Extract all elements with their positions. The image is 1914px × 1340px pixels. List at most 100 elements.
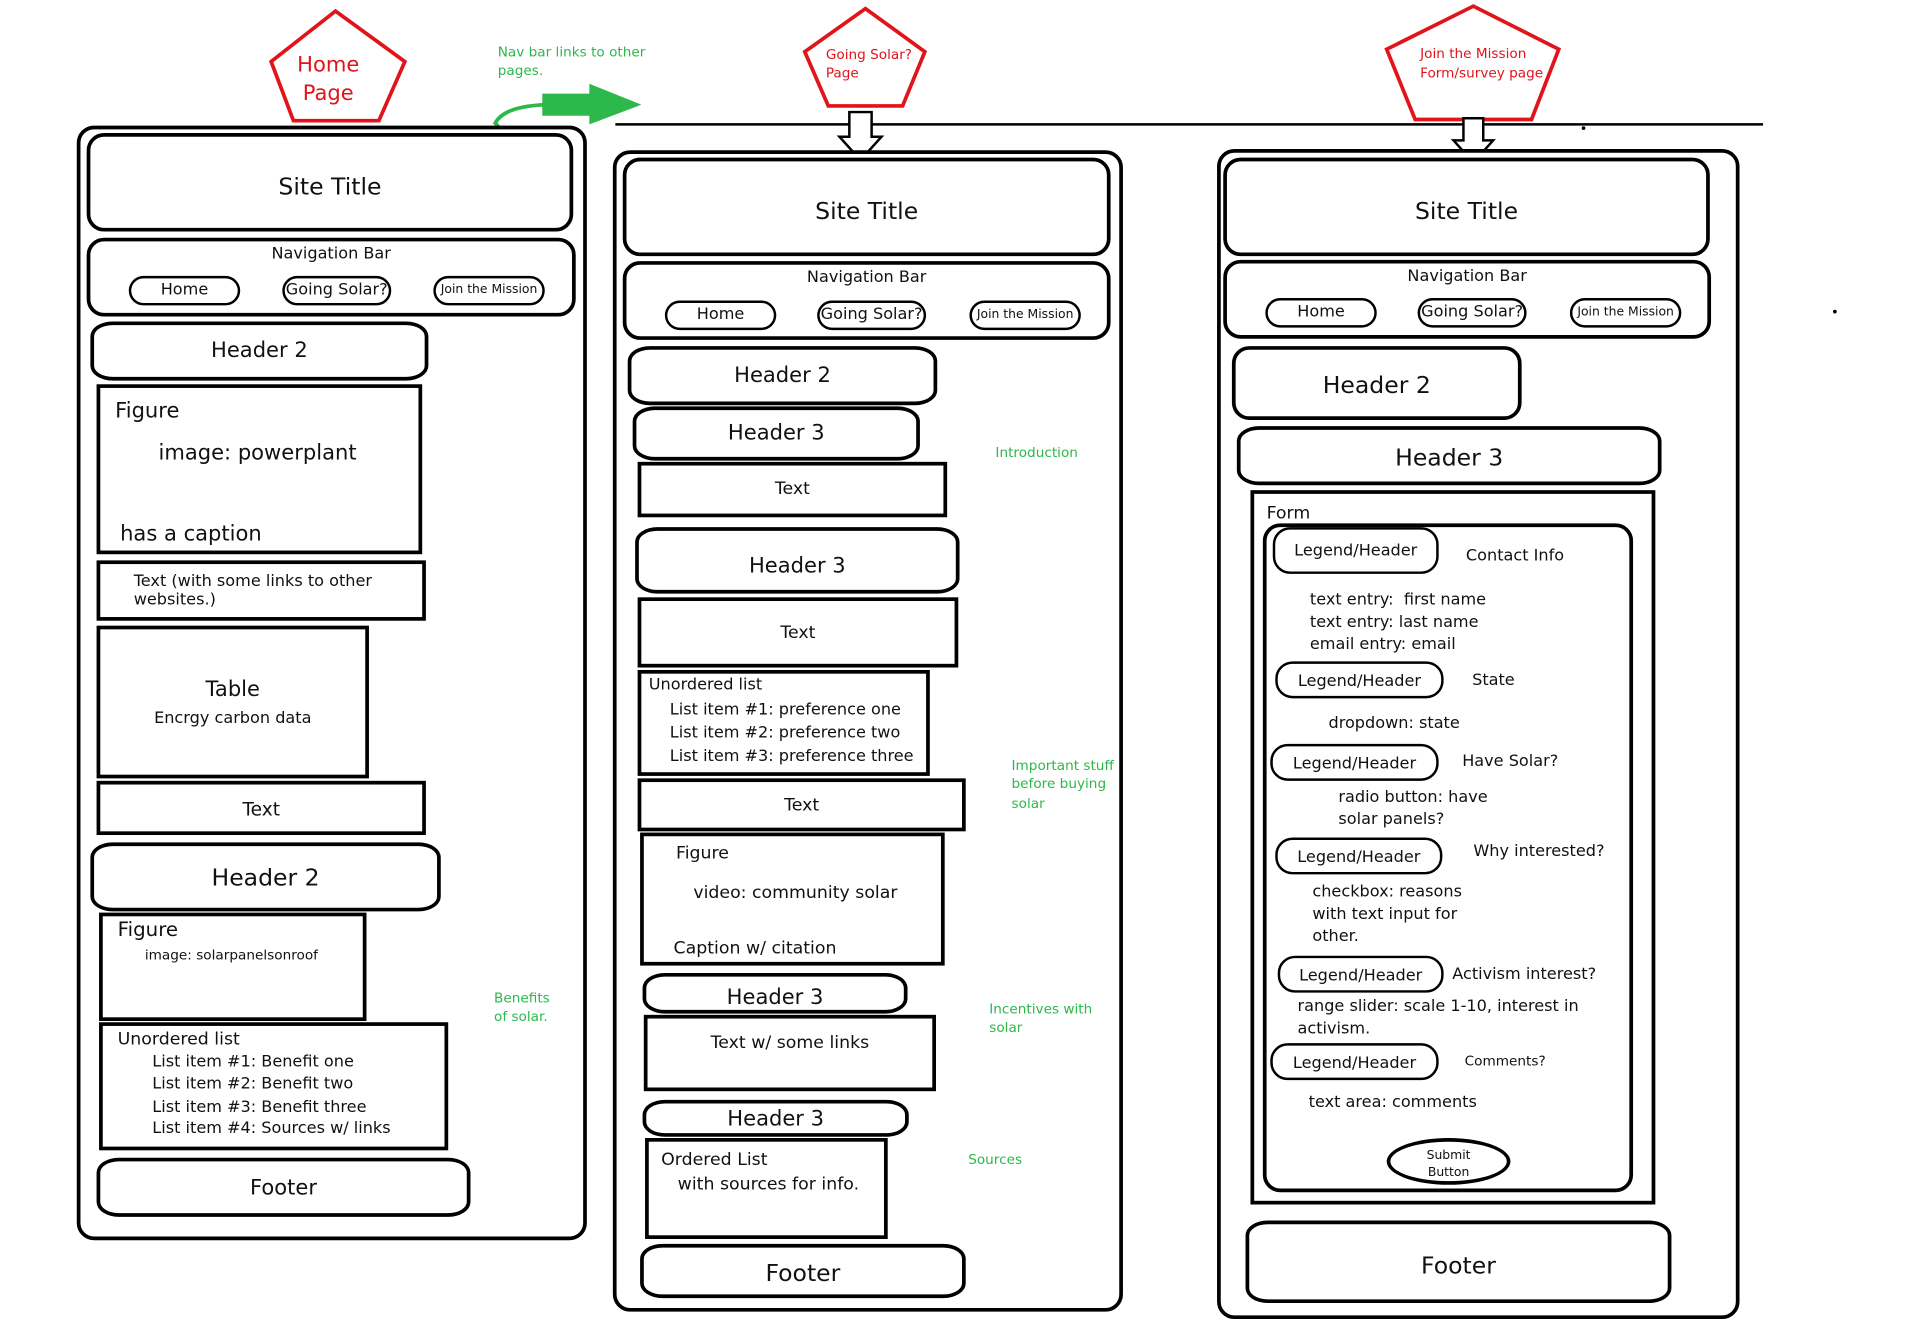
home-text: Text [96,780,426,836]
nav-bar-label: Navigation Bar [806,268,927,287]
section-desc-activism: range slider: scale 1-10, interest in ac… [1297,997,1579,1039]
figure-caption: Caption w/ citation [673,938,837,959]
join-header2: Header 2 [1231,346,1522,420]
home-figure-solarpanels: Figure image: solarpanelsonroof [99,912,367,1021]
ulist-label: Unordered list [117,1029,240,1050]
annotation-incentives: Incentives with solar [989,1001,1093,1037]
text-content: Text [242,798,281,821]
annotation-sources: Sources [968,1151,1023,1168]
site-title-text: Site Title [1414,198,1519,226]
section-desc-state: dropdown: state [1328,714,1460,733]
table-desc: Encrgy carbon data [154,709,312,728]
nav-going-solar-text: Going Solar? [285,280,388,300]
text-links-content: Text (with some links to other websites.… [133,572,372,610]
join-nav-going-solar-button[interactable]: Going Solar? [1417,298,1527,328]
down-arrow-going-solar [836,110,885,162]
legend-text: Legend/Header [1292,754,1417,774]
going-solar-text-intro: Text [637,461,948,518]
figure-label: Figure [115,399,180,424]
nav-going-solar-text: Going Solar? [1421,302,1524,322]
home-unordered-list: Unordered list List item #1: Benefit one… [99,1022,449,1151]
nav-join-text: Join the Mission [976,307,1074,322]
going-solar-ordered-list: Ordered List with sources for info. [645,1137,888,1239]
list-item: List item #2: Benefit two [152,1075,354,1094]
legend-text: Legend/Header [1297,672,1422,691]
site-title-text: Site Title [278,173,382,201]
going-solar-nav-going-solar-button[interactable]: Going Solar? [817,300,927,331]
legend-why-interested: Legend/Header [1275,837,1443,875]
list-item: List item #1: preference one [669,700,901,720]
list-item: List item #1: Benefit one [152,1053,354,1072]
footer-text: Footer [250,1176,318,1201]
footer-text: Footer [765,1259,841,1288]
nav-join-text: Join the Mission [1577,305,1674,319]
section-desc-have-solar: radio button: have solar panels? [1338,788,1488,830]
going-solar-h3-important: Header 3 [635,527,960,594]
join-submit-button[interactable]: Submit Button [1386,1137,1511,1185]
text-content: Text [784,795,820,816]
section-title-comments: Comments? [1464,1053,1546,1070]
section-title-why-interested: Why interested? [1473,842,1605,861]
footer-text: Footer [1421,1252,1496,1280]
section-title-contact-info: Contact Info [1465,546,1565,566]
legend-have-solar: Legend/Header [1270,743,1439,781]
site-title-text: Site Title [815,198,919,226]
going-solar-figure-video: Figure video: community solar Caption w/… [640,832,945,966]
going-solar-text-after-list: Text [637,778,966,832]
list-item: List item #2: preference two [669,724,901,743]
annotation-important: Important stuff before buying solar [1011,757,1114,812]
legend-text: Legend/Header [1294,541,1418,561]
nav-home-text: Home [696,305,745,324]
section-title-activism: Activism interest? [1452,965,1597,985]
going-solar-page-pentagon [802,6,928,108]
going-solar-h3-incentives: Header 3 [642,972,908,1014]
header3-text: Header 3 [727,1107,825,1132]
home-figure-powerplant: Figure image: powerplant has a caption [96,384,423,555]
figure-video-desc: video: community solar [693,883,898,903]
nav-join-text: Join the Mission [440,283,538,297]
going-solar-h3-sources: Header 3 [642,1099,909,1137]
header2-text: Header 2 [1322,371,1431,400]
nav-bar-label: Navigation Bar [271,245,391,264]
text-content: Text [774,479,810,499]
annotation-nav-links: Nav bar links to other pages. [497,44,646,80]
header3-text: Header 3 [727,421,825,446]
section-title-have-solar: Have Solar? [1462,752,1559,771]
legend-activism: Legend/Header [1277,955,1444,993]
olist-content: Ordered List with sources for info. [661,1150,860,1195]
home-nav-join-button[interactable]: Join the Mission [433,275,545,306]
section-title-state: State [1472,671,1515,690]
going-solar-text-links: Text w/ some links [643,1014,937,1092]
annotation-introduction: Introduction [995,444,1078,461]
list-item: List item #3: Benefit three [152,1098,367,1118]
home-page-label: Home Page [297,52,360,106]
home-header2-a: Header 2 [90,321,429,381]
home-footer: Footer [96,1157,471,1217]
join-page-label: Join the Mission Form/survey page [1420,45,1544,82]
figure-label: Figure [676,843,729,864]
home-nav-going-solar-button[interactable]: Going Solar? [282,275,392,306]
form-label: Form [1266,503,1311,524]
figure-label: Figure [117,917,179,941]
join-nav-join-button[interactable]: Join the Mission [1569,298,1682,328]
ulist-label: Unordered list [648,676,763,695]
figure-image-desc: image: solarpanelsonroof [144,947,318,964]
nav-going-solar-text: Going Solar? [820,305,923,324]
header2-text: Header 2 [211,864,320,892]
going-solar-page-label: Going Solar? Page [825,46,913,82]
join-nav-home-button[interactable]: Home [1265,298,1377,328]
join-site-title: Site Title [1223,157,1710,257]
annotation-benefits: Benefits of solar. [494,990,550,1026]
going-solar-unordered-list: Unordered list List item #1: preference … [637,669,930,776]
legend-contact-info: Legend/Header [1272,527,1439,574]
stray-dot [1833,309,1837,314]
going-solar-nav-join-button[interactable]: Join the Mission [969,300,1081,331]
join-footer: Footer [1245,1220,1672,1304]
home-text-links: Text (with some links to other websites.… [96,560,426,621]
nav-bar-label: Navigation Bar [1407,267,1527,286]
home-page-pentagon [268,8,408,123]
going-solar-nav-home-button[interactable]: Home [664,300,777,331]
home-nav-home-button[interactable]: Home [128,275,241,306]
legend-text: Legend/Header [1297,848,1421,868]
